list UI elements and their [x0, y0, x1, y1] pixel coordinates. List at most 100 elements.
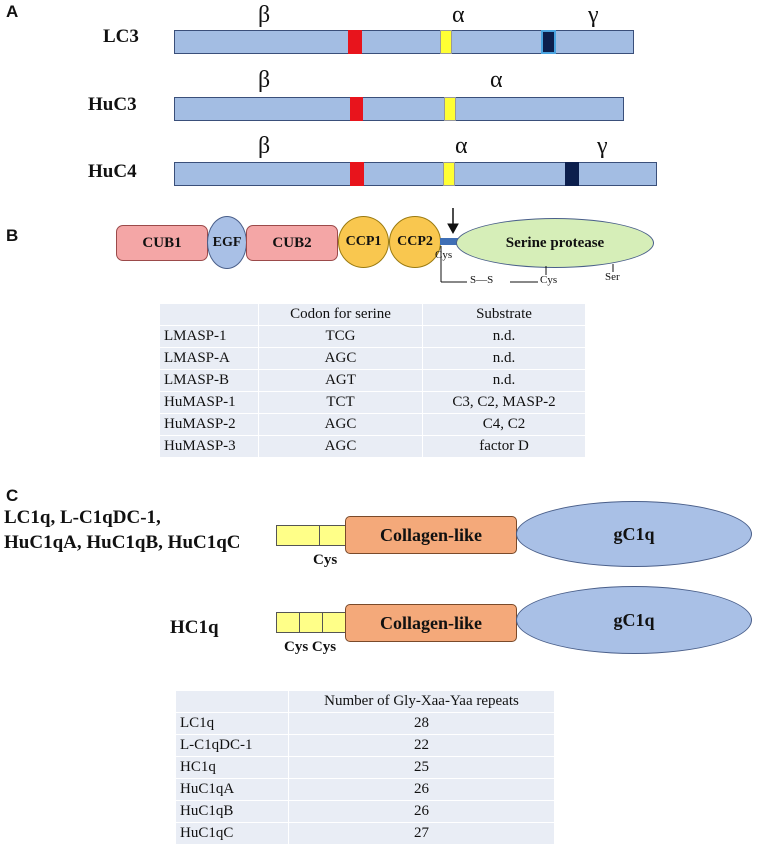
signal-segment-2 — [276, 612, 300, 633]
table-header-cell: Codon for serine — [258, 303, 423, 326]
chain-bar-lc3 — [174, 30, 634, 54]
domain-cub1: CUB1 — [116, 225, 208, 261]
cleavage-mark-red-huc4 — [350, 162, 364, 186]
table-cell: HuC1qA — [175, 778, 289, 801]
chain-bar-huc3 — [174, 97, 624, 121]
table-row: HuMASP-2 AGC C4, C2 — [159, 413, 586, 436]
domain-cub1-label: CUB1 — [142, 234, 182, 251]
gc1q-label-2: gC1q — [613, 609, 655, 630]
table-cell: HuC1qB — [175, 800, 289, 823]
c1q-table: Number of Gly-Xaa-Yaa repeats LC1q 28 L-… — [175, 690, 555, 845]
table-header-row: Number of Gly-Xaa-Yaa repeats — [175, 690, 555, 713]
table-row: LMASP-B AGT n.d. — [159, 369, 586, 392]
cys-segment-1 — [319, 525, 346, 546]
cys-label-1: Cys — [435, 249, 453, 261]
gc1q-label-1: gC1q — [613, 523, 655, 544]
cleavage-mark-navy-lc3 — [541, 30, 556, 54]
table-cell: LC1q — [175, 712, 289, 735]
table-cell: n.d. — [422, 369, 586, 392]
alpha-label-lc3: α — [452, 2, 465, 28]
table-cell: AGT — [258, 369, 423, 392]
cleavage-arrow-icon — [447, 208, 459, 235]
collagen-label-1: Collagen-like — [380, 524, 482, 545]
cleavage-mark-yellow-huc3 — [444, 97, 456, 121]
table-header-cell — [159, 303, 259, 326]
table-row: HuC1qB 26 — [175, 800, 555, 823]
table-row: HuC1qC 27 — [175, 822, 555, 845]
collagen-domain-1: Collagen-like — [345, 516, 517, 554]
table-row: HuMASP-1 TCT C3, C2, MASP-2 — [159, 391, 586, 414]
domain-serine-protease-label: Serine protease — [505, 234, 605, 251]
table-cell: HuMASP-3 — [159, 435, 259, 458]
table-cell: HuMASP-1 — [159, 391, 259, 414]
group-label-line2: HuC1qA, HuC1qB, HuC1qC — [4, 532, 241, 553]
table-cell: 22 — [288, 734, 555, 757]
collagen-label-2: Collagen-like — [380, 612, 482, 633]
gc1q-domain-1: gC1q — [516, 501, 752, 567]
table-cell: C4, C2 — [422, 413, 586, 436]
table-cell: TCT — [258, 391, 423, 414]
table-row: HuC1qA 26 — [175, 778, 555, 801]
table-header-cell: Number of Gly-Xaa-Yaa repeats — [288, 690, 555, 713]
domain-ccp1-label: CCP1 — [345, 234, 382, 249]
linker-segment — [440, 238, 461, 245]
cleavage-mark-navy-huc4 — [565, 162, 579, 186]
panel-a-label: A — [6, 2, 19, 21]
group-label-line1: LC1q, L-C1qDC-1, — [4, 507, 161, 528]
cys-cys-label: Cys Cys — [284, 639, 337, 655]
signal-segment-1 — [276, 525, 320, 546]
table-cell: factor D — [422, 435, 586, 458]
gamma-label-lc3: γ — [588, 2, 599, 28]
chain-name-lc3: LC3 — [103, 26, 139, 47]
disulfide-bond-diagram — [440, 208, 614, 283]
table-row: HuMASP-3 AGC factor D — [159, 435, 586, 458]
table-cell: 25 — [288, 756, 555, 779]
domain-ccp2-label: CCP2 — [397, 234, 433, 249]
table-cell: n.d. — [422, 347, 586, 370]
table-cell: 28 — [288, 712, 555, 735]
cleavage-mark-yellow-lc3 — [440, 30, 452, 54]
alpha-label-huc4: α — [455, 133, 468, 159]
table-cell: AGC — [258, 435, 423, 458]
table-cell: n.d. — [422, 325, 586, 348]
table-cell: HC1q — [175, 756, 289, 779]
beta-label-lc3: β — [258, 2, 271, 28]
table-cell: LMASP-B — [159, 369, 259, 392]
domain-serine-protease: Serine protease — [456, 218, 654, 268]
beta-label-huc4: β — [258, 133, 271, 159]
table-cell: LMASP-A — [159, 347, 259, 370]
cys-segment-2a — [299, 612, 323, 633]
chain-name-huc4: HuC4 — [88, 161, 137, 182]
gamma-label-huc4: γ — [597, 133, 608, 159]
cleavage-mark-red-huc3 — [350, 97, 363, 121]
cys-segment-2b — [322, 612, 346, 633]
alpha-label-huc3: α — [490, 67, 503, 93]
table-row: LMASP-1 TCG n.d. — [159, 325, 586, 348]
table-row: LMASP-A AGC n.d. — [159, 347, 586, 370]
gc1q-domain-2: gC1q — [516, 586, 752, 654]
table-row: HC1q 25 — [175, 756, 555, 779]
panel-c-label: C — [6, 486, 19, 505]
table-cell: AGC — [258, 413, 423, 436]
domain-cub2: CUB2 — [246, 225, 338, 261]
cys-label-c1: Cys — [313, 552, 338, 568]
panel-b-label: B — [6, 226, 19, 245]
table-cell: AGC — [258, 347, 423, 370]
table-header-cell: Substrate — [422, 303, 586, 326]
table-cell: 26 — [288, 800, 555, 823]
ss-bond-label: S—S — [470, 274, 494, 286]
ser-label: Ser — [605, 271, 620, 283]
table-cell: L-C1qDC-1 — [175, 734, 289, 757]
table-header-row: Codon for serine Substrate — [159, 303, 586, 326]
collagen-domain-2: Collagen-like — [345, 604, 517, 642]
disulfide-bridge-lines — [440, 246, 614, 283]
domain-cub2-label: CUB2 — [272, 234, 312, 251]
hc1q-label: HC1q — [170, 617, 219, 638]
table-cell: C3, C2, MASP-2 — [422, 391, 586, 414]
table-cell: 26 — [288, 778, 555, 801]
table-cell: TCG — [258, 325, 423, 348]
cys-label-2: Cys — [540, 274, 558, 286]
beta-label-huc3: β — [258, 67, 271, 93]
cleavage-mark-yellow-huc4 — [443, 162, 455, 186]
table-cell: LMASP-1 — [159, 325, 259, 348]
